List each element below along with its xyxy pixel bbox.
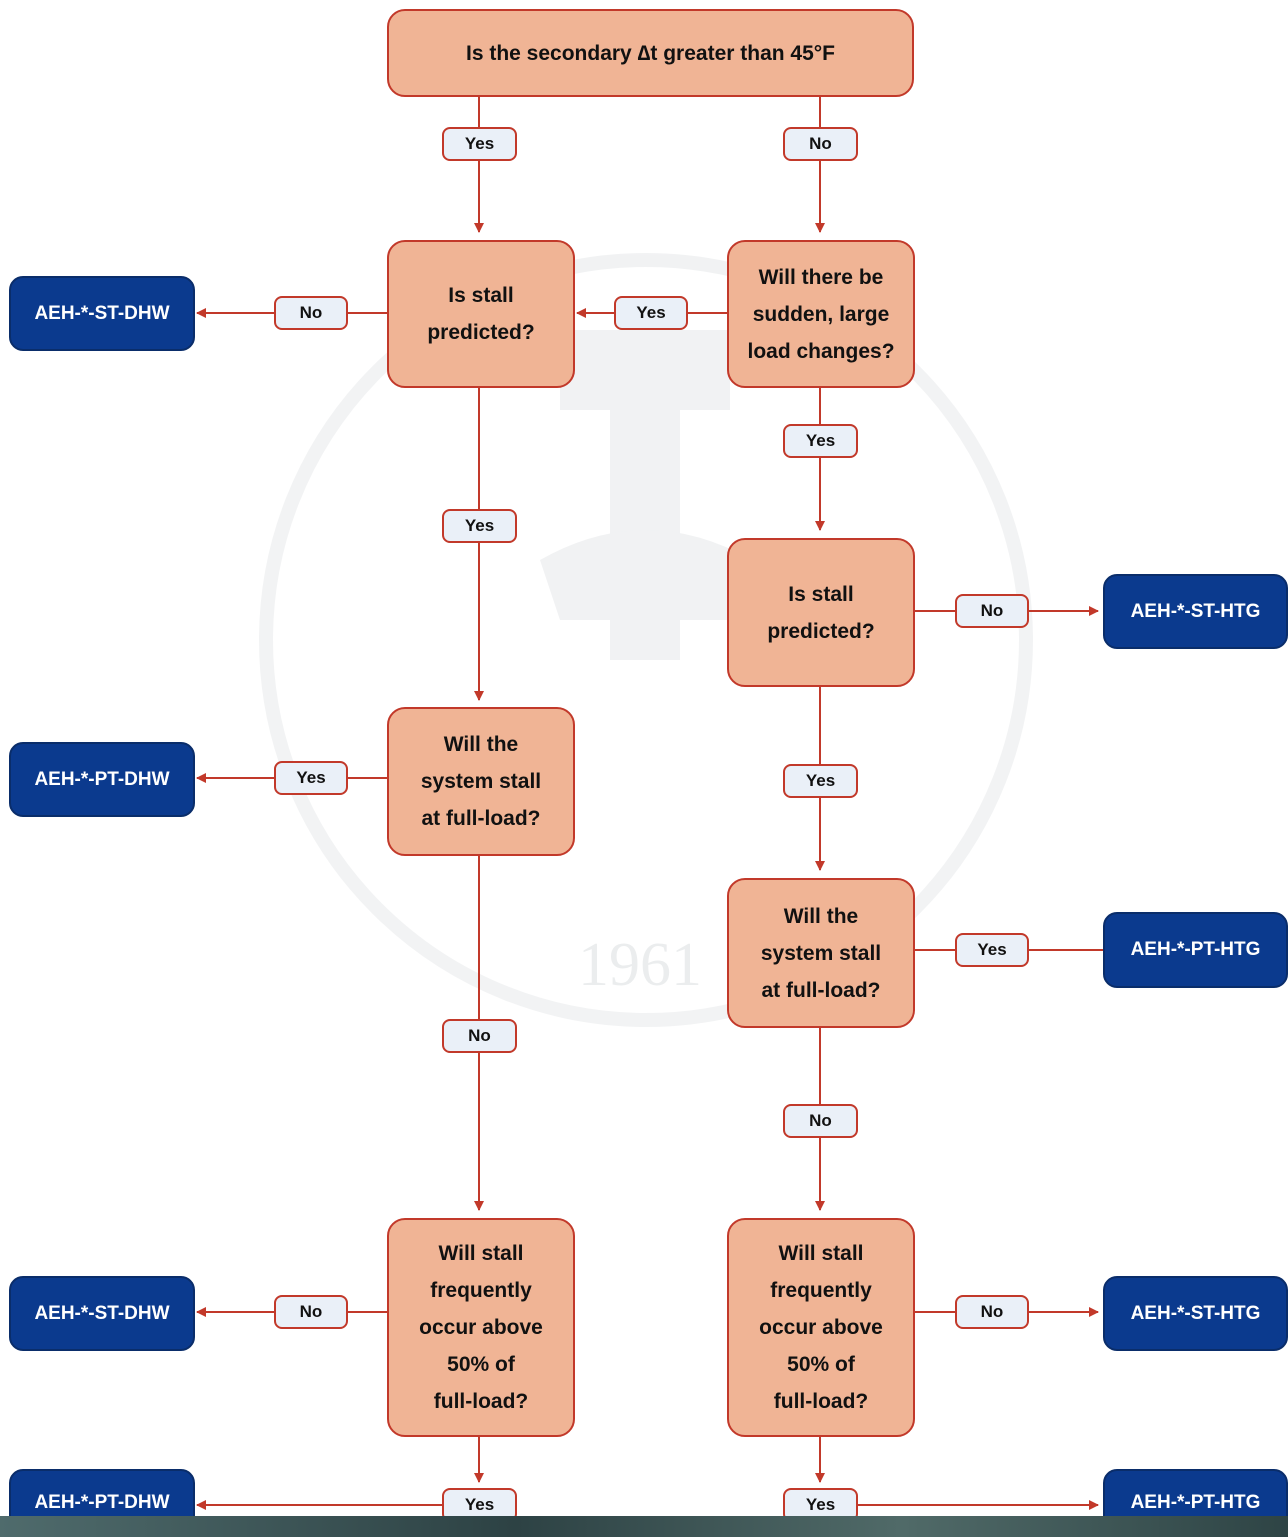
label-yes: Yes bbox=[783, 764, 858, 798]
label-no: No bbox=[955, 1295, 1029, 1329]
result-st-htg: AEH-*-ST-HTG bbox=[1103, 574, 1288, 649]
bottom-photo-strip bbox=[0, 1516, 1288, 1537]
label-no: No bbox=[442, 1019, 517, 1053]
label-yes: Yes bbox=[955, 933, 1029, 967]
result-st-htg: AEH-*-ST-HTG bbox=[1103, 1276, 1288, 1351]
label-yes: Yes bbox=[442, 509, 517, 543]
watermark-year: 1961 bbox=[578, 931, 702, 999]
label-yes: Yes bbox=[614, 296, 688, 330]
question-right-full-load: Will the system stall at full-load? bbox=[727, 878, 915, 1028]
label-yes: Yes bbox=[783, 424, 858, 458]
label-no: No bbox=[955, 594, 1029, 628]
question-right-stall: Is stall predicted? bbox=[727, 538, 915, 687]
result-pt-htg: AEH-*-PT-HTG bbox=[1103, 912, 1288, 988]
label-no: No bbox=[274, 1295, 348, 1329]
label-yes: Yes bbox=[442, 127, 517, 161]
result-st-dhw: AEH-*-ST-DHW bbox=[9, 276, 195, 351]
label-no: No bbox=[783, 127, 858, 161]
start-question: Is the secondary ∆t greater than 45°F bbox=[387, 9, 914, 97]
question-left-full-load: Will the system stall at full-load? bbox=[387, 707, 575, 856]
result-pt-dhw: AEH-*-PT-DHW bbox=[9, 742, 195, 817]
question-left-stall: Is stall predicted? bbox=[387, 240, 575, 388]
question-left-frequent-stall: Will stall frequently occur above 50% of… bbox=[387, 1218, 575, 1437]
label-yes: Yes bbox=[274, 761, 348, 795]
result-st-dhw: AEH-*-ST-DHW bbox=[9, 1276, 195, 1351]
label-no: No bbox=[783, 1104, 858, 1138]
watermark-emblem bbox=[259, 253, 1033, 1027]
question-right-frequent-stall: Will stall frequently occur above 50% of… bbox=[727, 1218, 915, 1437]
label-no: No bbox=[274, 296, 348, 330]
question-right-sudden-load: Will there be sudden, large load changes… bbox=[727, 240, 915, 388]
